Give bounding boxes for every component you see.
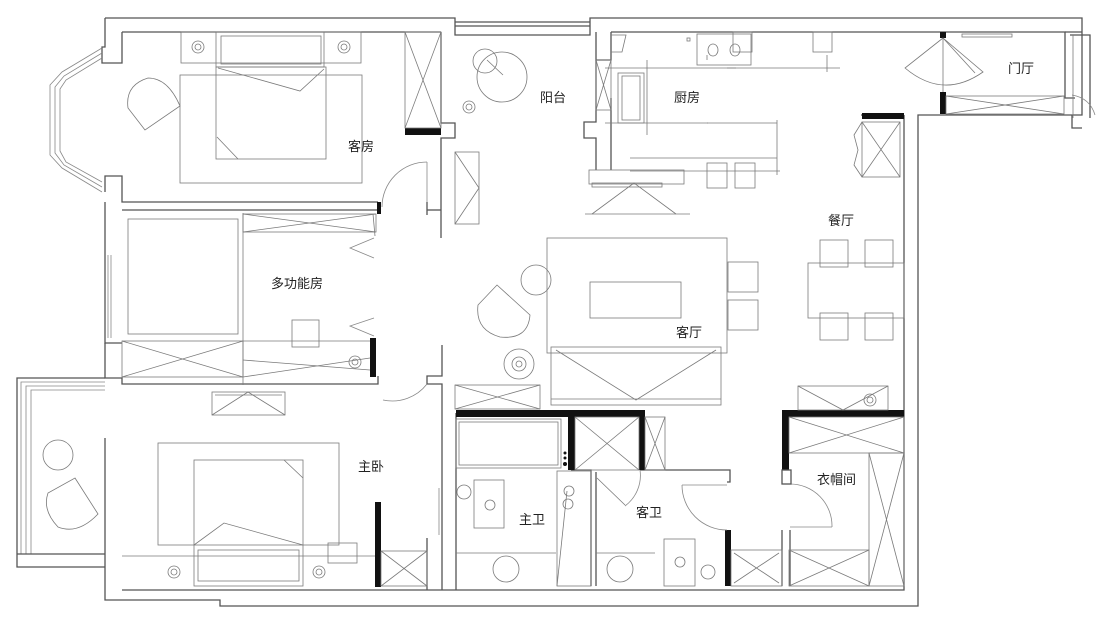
label-master-bedroom: 主卧 bbox=[358, 460, 384, 475]
foyer-furniture bbox=[904, 33, 1096, 118]
label-cloakroom: 衣帽间 bbox=[817, 472, 856, 488]
master-bath-fixtures bbox=[455, 418, 592, 587]
dining-furniture bbox=[807, 121, 905, 341]
solid-walls bbox=[370, 32, 946, 587]
room-labels: 客房 阳台 厨房 门厅 多功能房 餐厅 客厅 主卧 主卫 客卫 衣帽间 bbox=[271, 62, 1034, 528]
label-guest-bath: 客卫 bbox=[636, 505, 662, 521]
multi-room-furniture bbox=[121, 213, 377, 385]
guest-bath-fixtures bbox=[574, 416, 783, 587]
master-bedroom-furniture bbox=[16, 377, 440, 587]
balcony-furniture bbox=[454, 48, 528, 225]
label-dining: 餐厅 bbox=[828, 213, 854, 229]
kitchen-furniture bbox=[585, 31, 840, 215]
label-balcony: 阳台 bbox=[540, 91, 566, 106]
label-kitchen: 厨房 bbox=[674, 90, 700, 106]
label-multi-room: 多功能房 bbox=[271, 276, 323, 292]
interior-walls bbox=[104, 32, 904, 590]
label-living: 客厅 bbox=[676, 325, 702, 341]
cloakroom-fixtures bbox=[781, 385, 905, 587]
label-guest-room: 客房 bbox=[348, 139, 374, 155]
bay-window bbox=[49, 18, 378, 203]
guest-room-furniture bbox=[127, 31, 442, 208]
living-furniture bbox=[382, 237, 759, 410]
label-foyer: 门厅 bbox=[1008, 62, 1034, 77]
label-master-bath: 主卫 bbox=[519, 513, 545, 528]
